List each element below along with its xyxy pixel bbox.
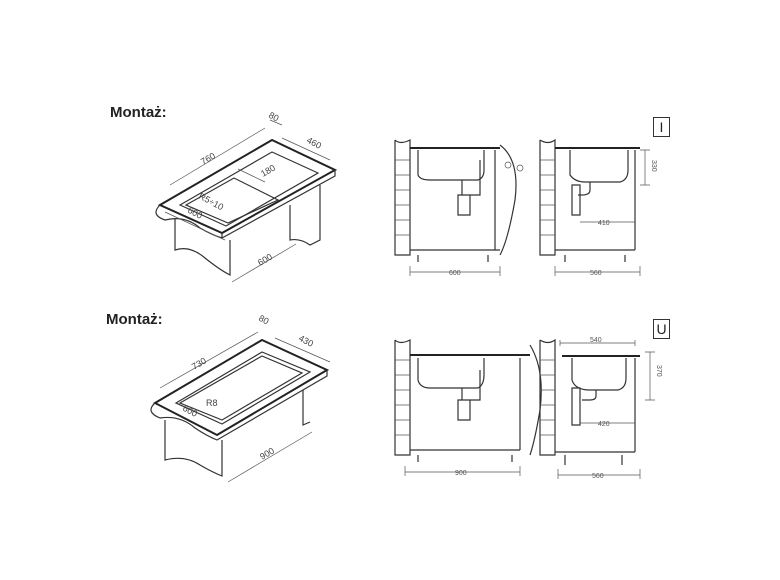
- front-section-view-2: 900: [394, 339, 542, 477]
- dim-length-2: 730: [190, 356, 208, 372]
- dim-drain-410: 410: [598, 220, 610, 227]
- dim-radius-1: R5÷10: [197, 191, 225, 212]
- dim-width-900: 900: [455, 470, 467, 477]
- front-section-view-1: 600: [394, 139, 524, 277]
- dim-width-560-2: 560: [592, 473, 604, 480]
- mounting-type-mark-u: U: [653, 319, 670, 339]
- dim-height-330: 330: [650, 160, 657, 172]
- dim-inner-1: 180: [259, 163, 277, 179]
- dim-depth-1: 460: [305, 135, 323, 151]
- dim-length-1: 760: [199, 151, 217, 167]
- side-section-view-1: 330 410 560: [539, 138, 657, 277]
- dim-drain-420: 420: [598, 421, 610, 428]
- dim-cabinet-1: 600: [256, 252, 274, 268]
- dim-height-370: 370: [655, 365, 662, 377]
- section-2-title: Montaż:: [106, 311, 163, 328]
- iso-drawing-inset: 80 460 760 180 R5÷10 600 600: [155, 110, 338, 283]
- dim-width-560: 560: [590, 270, 602, 277]
- side-section-view-2: 540 370 420 560: [539, 337, 662, 480]
- dim-cabinet-2: 900: [258, 446, 276, 462]
- dim-width-600: 600: [449, 270, 461, 277]
- mounting-type-mark-i: I: [653, 117, 670, 137]
- dim-front-2: 600: [181, 403, 199, 419]
- dim-depth-2: 430: [297, 333, 315, 349]
- dim-top-540: 540: [590, 337, 602, 344]
- section-1-title: Montaż:: [110, 104, 167, 121]
- dim-overhang-2: 80: [257, 313, 271, 327]
- dim-overhang-1: 80: [267, 110, 281, 124]
- iso-drawing-undermount: 80 430 730 R8 600 900: [150, 313, 331, 483]
- dim-radius-2: R8: [206, 398, 218, 408]
